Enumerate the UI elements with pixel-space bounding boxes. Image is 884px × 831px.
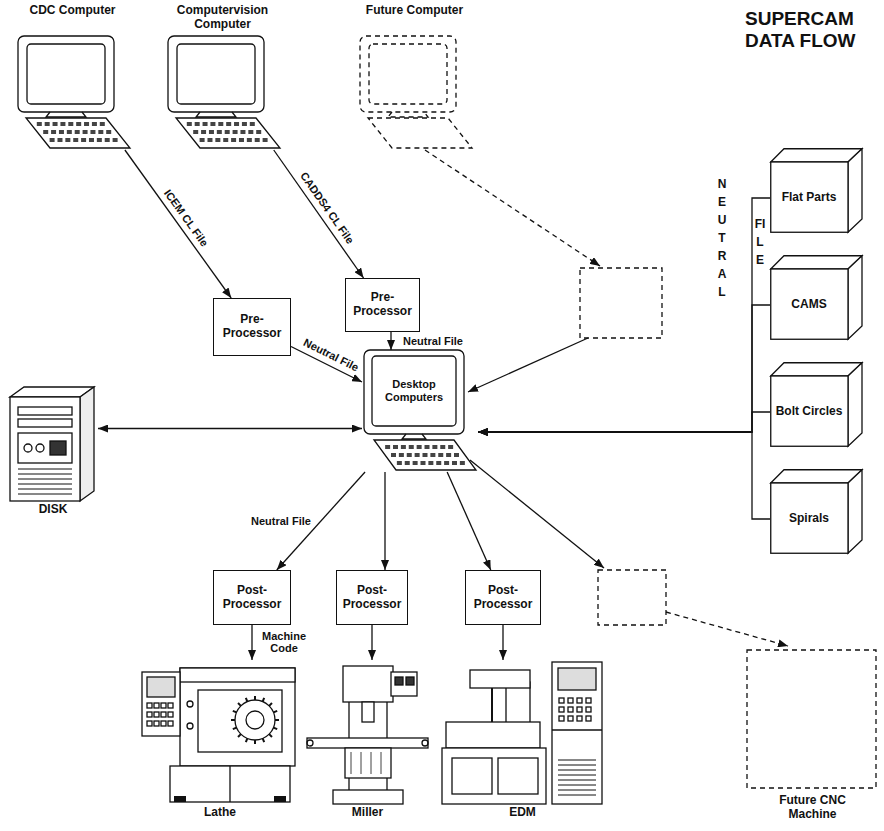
disk-drawing: [10, 387, 94, 501]
flow-arrow: [251, 625, 252, 660]
monitor-drawing: [360, 36, 472, 148]
process-box: Pre-Processor: [345, 278, 420, 332]
monitor-drawing: [18, 36, 130, 148]
node-label: Future CNC Machine: [765, 794, 860, 822]
edge-label: Machine Code: [256, 630, 312, 655]
node-label: Post-Processor: [218, 584, 286, 612]
node-label: Pre-Processor: [350, 291, 415, 319]
flow-arrow: [390, 332, 391, 350]
flow-arrow: [274, 150, 364, 278]
flow-arrow: [371, 625, 372, 660]
program-box: CAMS: [770, 255, 864, 340]
machine-tool: Miller: [305, 660, 430, 822]
process-box: Post-Processor: [213, 570, 291, 625]
flow-arrow: [478, 305, 770, 432]
node-outline: [362, 350, 478, 472]
machine-tool: EDM: [440, 660, 605, 822]
node-label: Bolt Circles: [770, 376, 848, 447]
node-label: DISK: [8, 503, 98, 517]
node-label: EDM: [440, 806, 605, 820]
bus-label: NEUTRAL: [716, 175, 728, 301]
process-box: Post-Processor: [336, 570, 408, 625]
bus-label: FILE: [754, 215, 766, 269]
node-outline: [8, 385, 98, 521]
flow-arrow: [98, 428, 362, 429]
future-link: [468, 338, 588, 392]
future-preprocessor: [580, 268, 662, 338]
future-postprocessor: [598, 570, 666, 625]
process-box: Post-Processor: [465, 570, 541, 625]
node-outline: [10, 4, 135, 150]
node-label: Future Computer: [352, 4, 477, 18]
future-link: [666, 612, 788, 646]
node-outline: [352, 4, 477, 150]
machine-tool: Lathe: [140, 660, 300, 822]
node-label: Miller: [305, 806, 430, 820]
node-label: Lathe: [140, 806, 300, 820]
flow-arrow: [478, 198, 770, 432]
desktop-computer: Desktop Computers: [362, 350, 478, 472]
node-label: CDC Computer: [10, 4, 135, 18]
flow-arrow: [384, 472, 385, 570]
node-label: Desktop Computers: [372, 356, 456, 426]
monitor-drawing: [364, 350, 476, 470]
future-machine: Future CNC Machine: [745, 648, 880, 824]
node-outline: [440, 660, 605, 822]
program-box: Flat Parts: [770, 148, 864, 233]
future-link: [425, 150, 600, 266]
process-box: Pre-Processor: [213, 298, 291, 356]
node-label: Flat Parts: [770, 162, 848, 233]
node-label: Spirals: [770, 483, 848, 554]
node-outline: [305, 660, 430, 822]
computer-terminal: Computervision Computer: [160, 4, 285, 150]
computer-terminal: CDC Computer: [10, 4, 135, 150]
flow-arrow: [478, 432, 770, 519]
disk-unit: DISK: [8, 385, 98, 521]
program-box: Spirals: [770, 469, 864, 554]
flow-arrow: [447, 472, 491, 570]
future-link: [470, 460, 604, 568]
edge-label: CADDS4 CL File: [296, 168, 357, 248]
miller-drawing: [307, 666, 428, 804]
box-outline: [771, 470, 862, 554]
node-outline: [140, 660, 300, 822]
box-outline: [771, 363, 862, 447]
node-label: CAMS: [770, 269, 848, 340]
flow-arrow: [478, 412, 770, 432]
diagram-title: SUPERCAM DATA FLOW: [745, 8, 877, 52]
node-label: Post-Processor: [470, 584, 536, 612]
edge-label: Neutral File: [249, 515, 313, 528]
future-machine-outline: [747, 650, 876, 788]
edge-label: Neutral File: [401, 335, 465, 348]
edge-label: ICEM CL File: [160, 186, 212, 251]
box-outline: [771, 256, 862, 340]
flow-arrow: [125, 150, 231, 298]
node-label: Computervision Computer: [160, 4, 285, 32]
lathe-drawing: [142, 668, 295, 802]
edge-label: Neutral File: [300, 335, 363, 375]
node-label: Pre-Processor: [218, 313, 286, 341]
box-outline: [771, 149, 862, 233]
computer-terminal: Future Computer: [352, 4, 477, 150]
monitor-drawing: [168, 36, 280, 148]
flow-arrow: [502, 625, 503, 660]
node-label: Post-Processor: [341, 584, 403, 612]
edm-drawing: [442, 662, 602, 804]
program-box: Bolt Circles: [770, 362, 864, 447]
